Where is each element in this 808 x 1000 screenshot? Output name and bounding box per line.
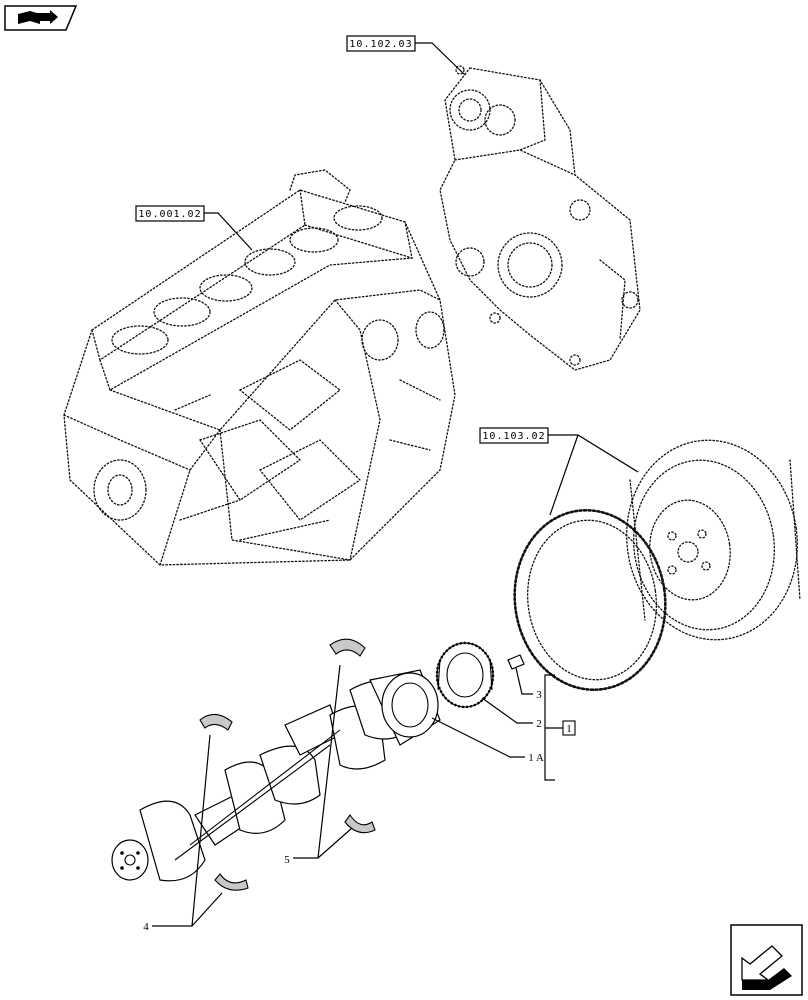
next-page-arrow-icon[interactable] — [730, 924, 803, 996]
flywheel-drawing — [513, 439, 801, 692]
ref-label-engine-block: 10.001.02 — [138, 209, 201, 220]
ref-box-flywheel[interactable]: 10.103.02 — [479, 427, 549, 444]
leader-item-1a — [431, 717, 525, 758]
callout-group-1: 1 — [566, 723, 572, 735]
leader-engine-block — [204, 212, 253, 251]
group-1-box[interactable]: 1 — [562, 720, 576, 736]
ref-box-engine-block[interactable]: 10.001.02 — [135, 205, 205, 222]
leader-item-2 — [481, 697, 533, 724]
book-arrow-icon[interactable] — [4, 5, 78, 31]
ref-label-flywheel: 10.103.02 — [482, 431, 545, 442]
crankshaft-drawing — [111, 669, 441, 882]
dowel-pin-drawing — [507, 654, 525, 670]
leader-item-4 — [152, 734, 223, 927]
callout-item-3: 3 — [536, 689, 542, 701]
ref-label-timing-cover: 10.102.03 — [349, 39, 412, 50]
callout-item-2: 2 — [536, 718, 542, 730]
crank-gear-drawing — [435, 641, 495, 709]
leader-flywheel — [548, 434, 639, 516]
callout-item-4: 4 — [143, 921, 149, 933]
bearing-shells — [199, 638, 376, 891]
leader-item-5 — [293, 664, 353, 859]
leader-timing-cover — [415, 42, 466, 76]
callout-item-1a: 1 A — [528, 752, 544, 764]
leader-item-3 — [515, 667, 533, 695]
timing-cover-drawing — [439, 65, 641, 371]
ref-box-timing-cover[interactable]: 10.102.03 — [346, 35, 416, 52]
engine-block-drawing — [63, 169, 456, 566]
callout-item-5: 5 — [284, 854, 290, 866]
